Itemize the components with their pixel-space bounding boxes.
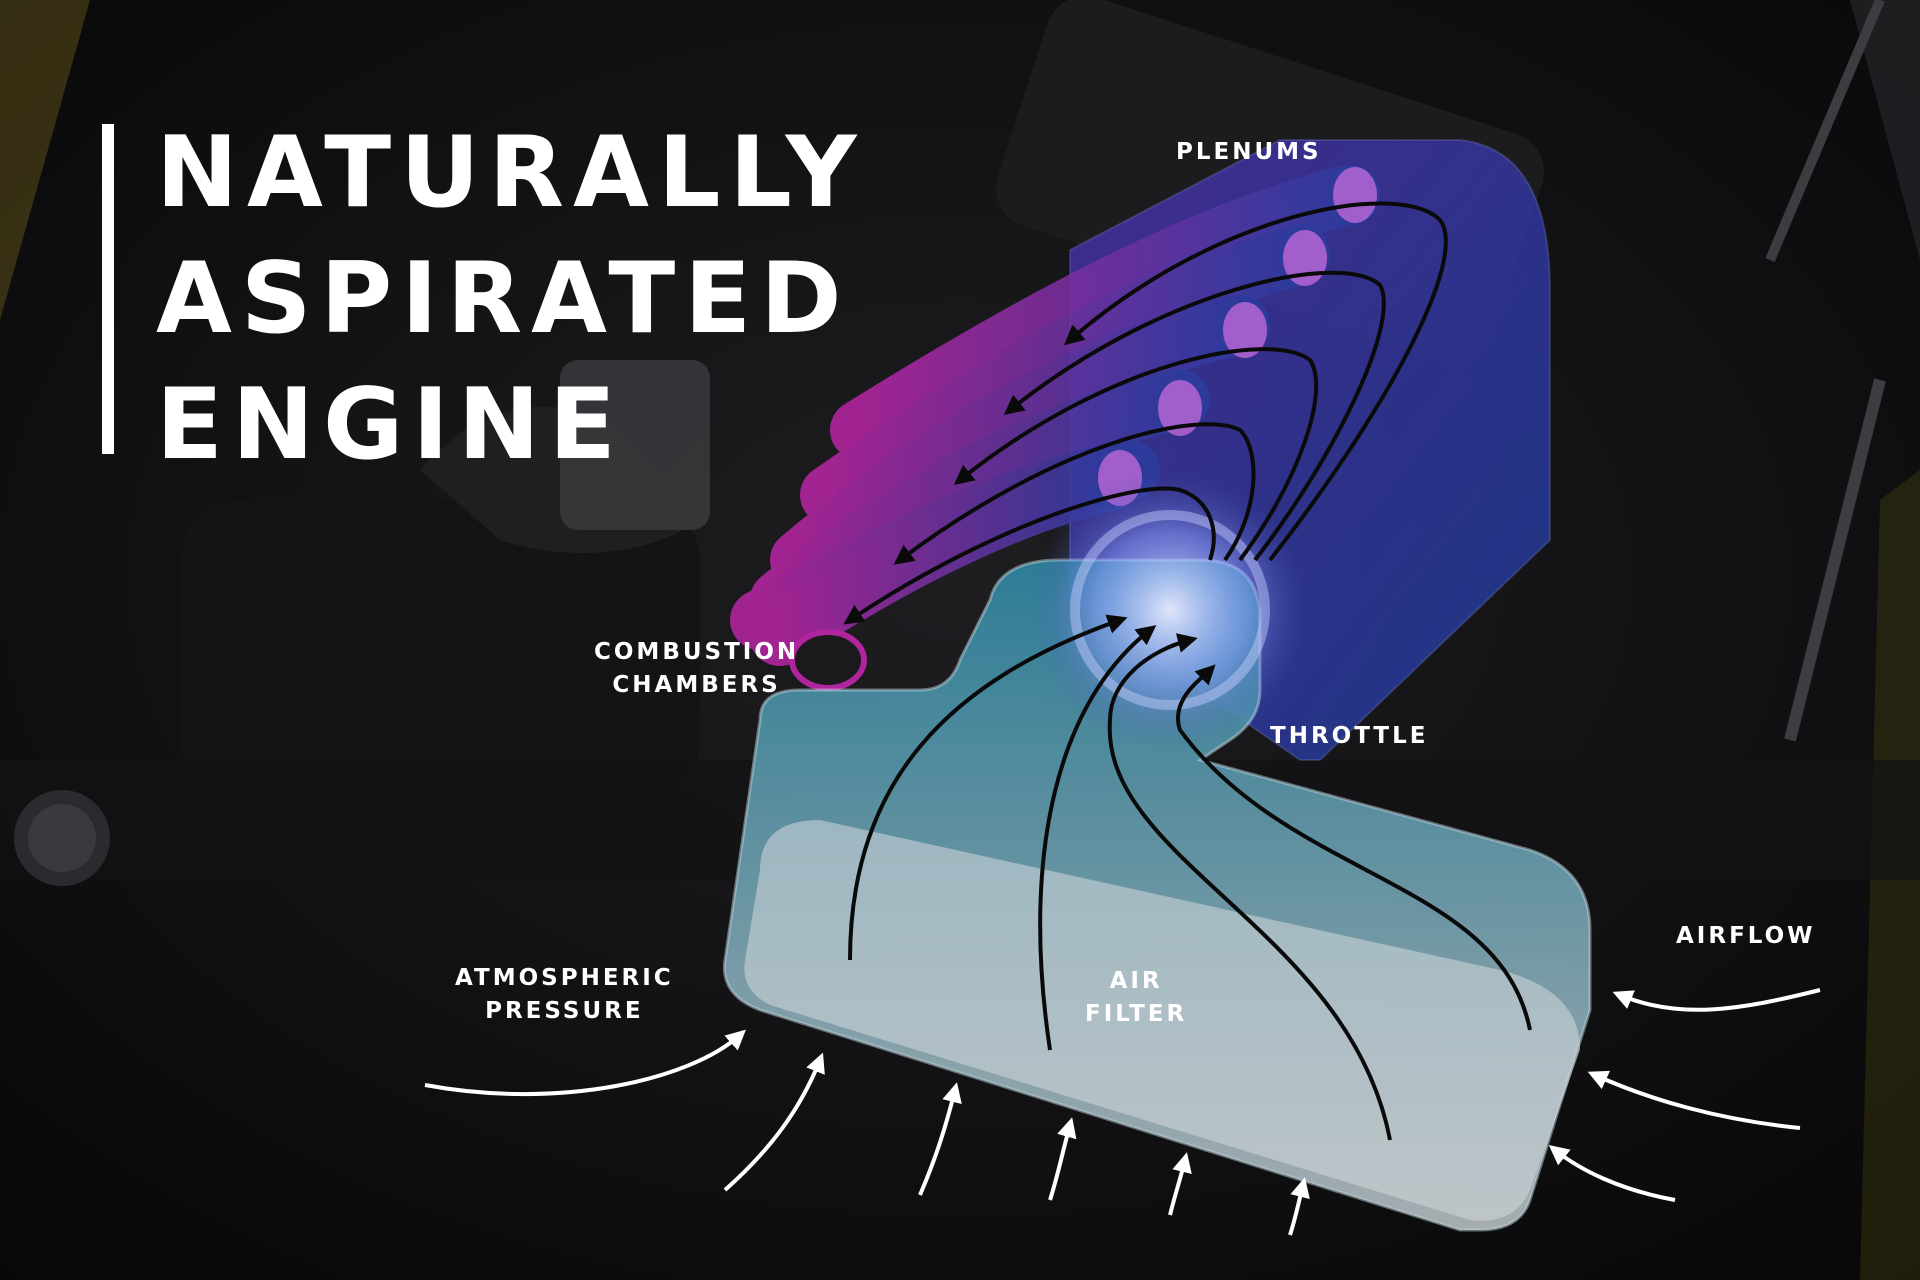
- label-throttle: THROTTLE: [1270, 720, 1428, 753]
- runner-opening-3: [1223, 302, 1267, 358]
- airflow-arrows: [1548, 988, 1821, 1202]
- runner-opening-1: [1333, 167, 1377, 223]
- curved-arrow-icon: [1612, 988, 1821, 1012]
- runner-opening-4: [1158, 380, 1202, 436]
- curved-arrow-icon: [1048, 1117, 1077, 1201]
- filter-flow-line-1: [848, 614, 1128, 961]
- curved-arrow-icon: [1168, 1152, 1192, 1216]
- label-combustion-line-2: CHAMBERS: [612, 672, 781, 698]
- airbox-housing: [180, 500, 700, 800]
- runner-6: [749, 449, 1141, 666]
- curved-arrow-icon: [1587, 1070, 1801, 1130]
- filter-flow-line-2: [1038, 625, 1157, 1051]
- runner-1: [830, 165, 1380, 460]
- hood-strut-lower: [1784, 378, 1886, 742]
- air-filter-element: [744, 820, 1580, 1221]
- curved-arrow-icon: [424, 1029, 746, 1097]
- label-airflow-text: AIRFLOW: [1676, 923, 1816, 949]
- label-combustion-chambers: COMBUSTION CHAMBERS: [594, 636, 799, 702]
- plenum-flow-line-2: [1003, 270, 1386, 562]
- title-line-2: ASPIRATED: [156, 242, 851, 356]
- car-body-edge-right: [1850, 0, 1920, 260]
- filter-flow-lines: [848, 614, 1532, 1141]
- combustion-chamber-port: [789, 629, 867, 691]
- curved-arrow-icon: [918, 1082, 962, 1196]
- oil-cap-top: [28, 804, 96, 872]
- title-line-3: ENGINE: [156, 368, 625, 482]
- label-air-filter-line-2: FILTER: [1085, 1001, 1188, 1027]
- curved-arrow-icon: [1288, 1177, 1310, 1236]
- car-body-edge-left: [0, 0, 90, 320]
- hood-strut: [1765, 0, 1885, 262]
- plenum-flow-line-4: [893, 422, 1256, 565]
- label-airflow: AIRFLOW: [1676, 920, 1816, 953]
- plenum-flow-line-5: [843, 486, 1216, 625]
- plenum-flow-lines: [843, 201, 1448, 625]
- label-atmospheric-line-1: ATMOSPHERIC: [455, 965, 674, 991]
- label-air-filter: AIR FILTER: [1085, 965, 1187, 1031]
- throttle-glow: [1030, 470, 1310, 750]
- label-throttle-text: THROTTLE: [1270, 723, 1429, 749]
- plenum-flow-line-3: [953, 347, 1319, 562]
- title-accent-bar: [102, 124, 114, 454]
- throttle-body-housing: [560, 360, 710, 530]
- label-plenums-text: PLENUMS: [1176, 139, 1322, 165]
- page-title: NATURALLY ASPIRATED ENGINE: [156, 110, 866, 488]
- label-atmospheric-line-2: PRESSURE: [485, 998, 644, 1024]
- throttle-ring: [1070, 510, 1270, 710]
- label-combustion-line-1: COMBUSTION: [594, 639, 800, 665]
- curved-arrow-icon: [723, 1052, 825, 1192]
- atmospheric-intake-arrows: [424, 1029, 1310, 1236]
- label-air-filter-line-1: AIR: [1109, 968, 1163, 994]
- label-atmospheric-pressure: ATMOSPHERIC PRESSURE: [455, 962, 674, 1028]
- title-line-1: NATURALLY: [156, 116, 866, 230]
- filter-flow-line-4: [1176, 664, 1532, 1031]
- label-plenums: PLENUMS: [1176, 136, 1322, 169]
- plenum-flow-line-1: [1063, 201, 1448, 562]
- filter-flow-line-3: [1107, 633, 1392, 1141]
- curved-arrow-icon: [1548, 1145, 1676, 1202]
